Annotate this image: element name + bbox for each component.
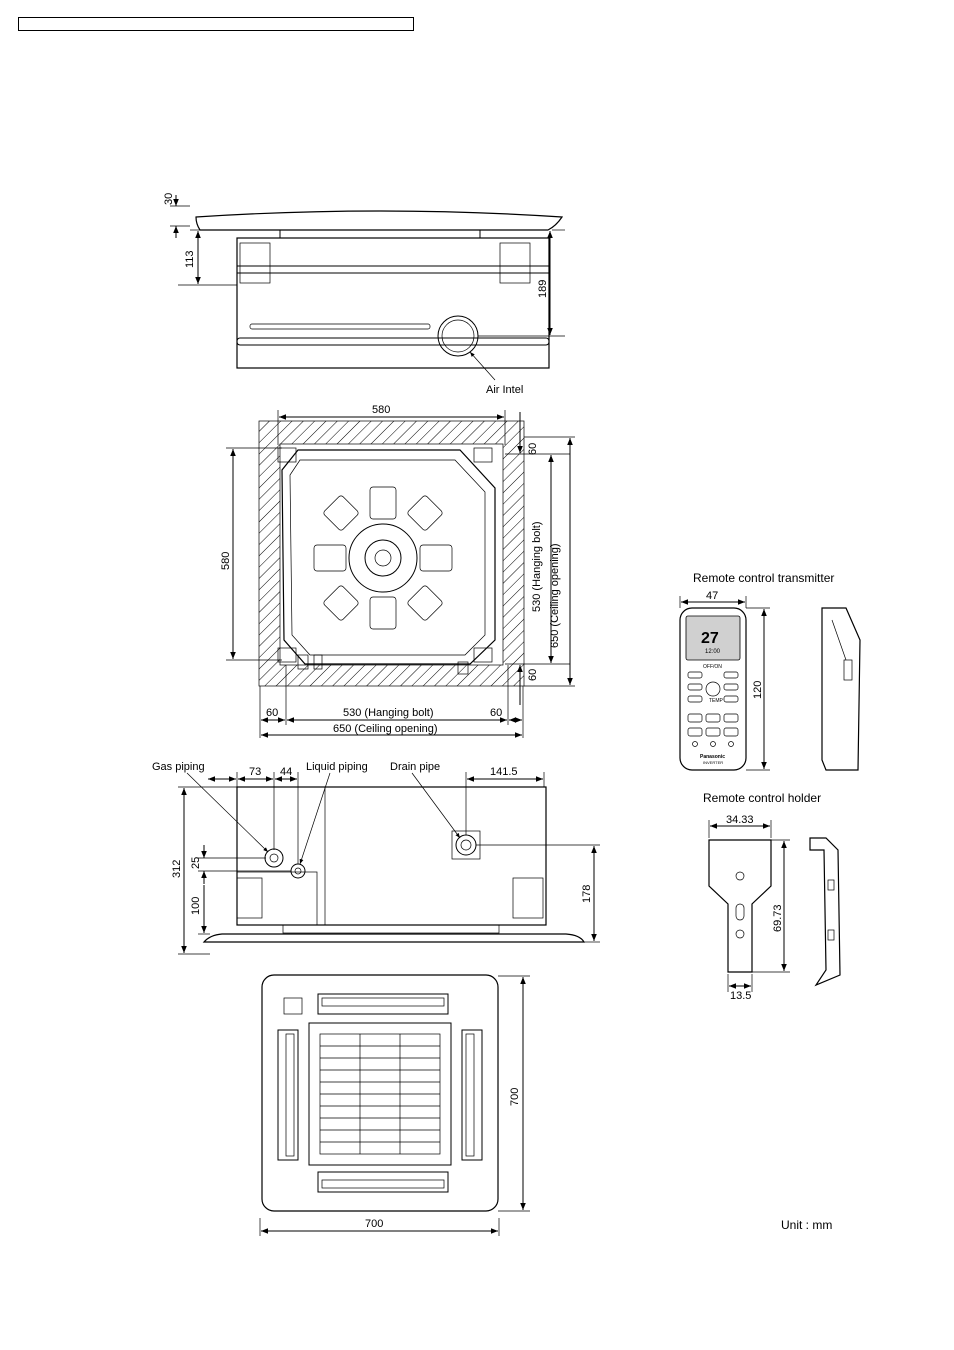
dim-312: 312 <box>171 860 183 878</box>
panel-view: 700 700 <box>259 974 530 1236</box>
dim-44: 44 <box>280 766 292 778</box>
dim-25: 25 <box>190 857 202 869</box>
front-panel <box>202 933 586 943</box>
side-dim-right: 189 <box>537 280 549 298</box>
holder-side-view <box>809 837 841 987</box>
holder-dim-b: 13.5 <box>730 990 751 1002</box>
decoration-panel <box>261 974 499 1212</box>
holder-dim-h: 69.73 <box>772 904 784 932</box>
dim-73: 73 <box>249 766 261 778</box>
liquid-piping-label: Liquid piping <box>306 761 368 773</box>
remote-dim-h: 120 <box>752 681 764 699</box>
side-panel <box>195 210 564 231</box>
holder-dim-w: 34.33 <box>726 814 754 826</box>
fan-hub <box>348 523 418 593</box>
remote-sub-brand: INVERTER <box>703 760 723 765</box>
top-view: 580 580 60 60 530 (Hanging bolt) 650 (Ce… <box>220 404 575 738</box>
top-dim-b-right: 60 <box>490 707 502 719</box>
top-dim-r-bottom: 60 <box>527 669 539 681</box>
dim-100: 100 <box>190 897 202 915</box>
remote-title: Remote control transmitter <box>693 571 834 585</box>
unit-label: Unit : mm <box>781 1218 832 1232</box>
dim-178: 178 <box>581 885 593 903</box>
top-unit-outline <box>281 449 496 665</box>
front-view: Gas piping Liquid piping Drain pipe 73 4… <box>152 761 600 955</box>
remote-display-time: 12:00 <box>705 649 721 655</box>
remote-display <box>685 615 741 661</box>
front-body <box>236 786 547 926</box>
holder-title: Remote control holder <box>703 791 821 805</box>
remote-side-view <box>821 607 861 771</box>
panel-dim-w: 700 <box>365 1218 383 1230</box>
panel-dim-h: 700 <box>509 1088 521 1106</box>
remote-btn-temp: TEMP <box>709 698 724 704</box>
side-dim-top: 113 <box>184 250 196 268</box>
remote-brand: Panasonic <box>700 754 725 760</box>
holder-body <box>708 839 772 973</box>
top-dim-hanging-h: 530 (Hanging bolt) <box>343 707 434 719</box>
header-box <box>18 17 414 31</box>
remote-dim-w: 47 <box>706 590 718 602</box>
top-dim-ceiling-v: 650 (Ceiling opening) <box>549 543 561 648</box>
air-inlet-label: Air Intel <box>486 384 523 396</box>
top-dim-ceiling-h: 650 (Ceiling opening) <box>333 723 438 735</box>
side-top-strip <box>279 229 481 239</box>
remote-btn-off-on: OFF/ON <box>703 664 722 670</box>
remote-display-temp: 27 <box>701 630 719 647</box>
fan-blades <box>313 486 453 630</box>
side-view: 30 113 189 Air Intel <box>163 193 565 396</box>
side-dim-panel: 30 <box>163 193 175 205</box>
top-dim-r-top: 60 <box>527 443 539 455</box>
top-dim-top: 580 <box>372 404 390 416</box>
drain-pipe-label: Drain pipe <box>390 761 440 773</box>
top-dim-hanging-v: 530 (Hanging bolt) <box>531 521 543 612</box>
intake-grille <box>308 1022 452 1166</box>
remote-control: Remote control transmitter 47 27 12:00 O… <box>679 571 861 771</box>
top-dim-left: 580 <box>220 552 232 570</box>
top-dim-b-left: 60 <box>266 707 278 719</box>
remote-holder: Remote control holder 34.33 69.73 13.5 <box>703 791 841 1002</box>
side-body <box>236 237 550 369</box>
dim-1415: 141.5 <box>490 766 518 778</box>
gas-piping-label: Gas piping <box>152 761 205 773</box>
